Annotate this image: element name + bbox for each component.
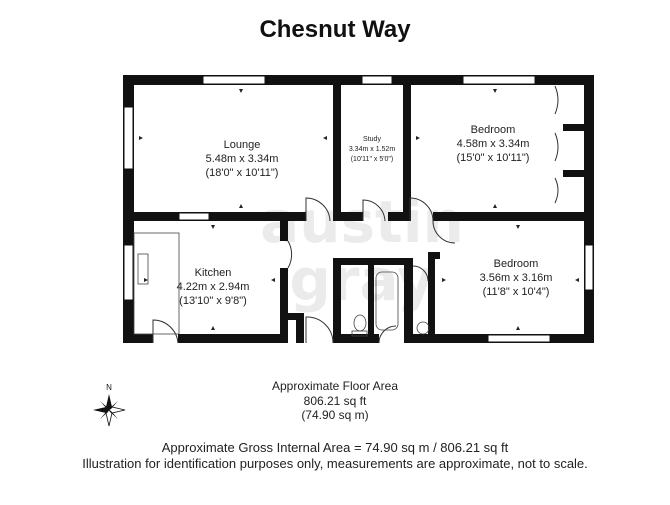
- toilet-cistern: [351, 330, 368, 337]
- kitchen-worktop: [133, 232, 180, 335]
- door-study: [362, 199, 386, 222]
- dimension-arrow: [323, 136, 327, 140]
- wall-kitchen-hall-top: [280, 221, 288, 241]
- wall-bedroom-divider: [433, 212, 594, 221]
- dimension-arrow: [493, 89, 497, 93]
- wall-bathroom-right: [404, 258, 413, 343]
- room-imperial-bedroom-1: (15'0" x 10'11"): [457, 152, 530, 164]
- room-metric-bedroom-2: 3.56m x 3.16m: [480, 272, 553, 284]
- compass-label: N: [106, 383, 112, 392]
- doors: [152, 85, 559, 344]
- wall-kitchen-hall-bottom: [280, 268, 288, 343]
- wardrobe-divider-1: [563, 124, 584, 131]
- gross-area: Approximate Gross Internal Area = 74.90 …: [161, 440, 509, 455]
- door-lounge: [305, 197, 331, 222]
- dimension-arrow: [211, 225, 215, 229]
- dimension-arrow: [575, 278, 579, 282]
- dimension-arrow: [144, 278, 148, 282]
- dimension-arrow: [442, 278, 446, 282]
- wall-bottom-2: [178, 334, 280, 343]
- wall-left: [123, 75, 134, 340]
- kitchen-sink: [137, 253, 149, 285]
- dimension-arrow: [139, 136, 143, 140]
- wall-lounge-study: [333, 85, 341, 221]
- window-lounge-side: [123, 106, 134, 170]
- room-name-study: Study: [363, 136, 381, 143]
- dimension-arrow: [271, 278, 275, 282]
- dimension-arrow: [416, 136, 420, 140]
- room-metric-lounge: 5.48m x 3.34m: [206, 153, 279, 165]
- room-name-bedroom-2: Bedroom: [494, 258, 539, 270]
- door-bathroom: [378, 325, 397, 344]
- room-imperial-bedroom-2: (11'8" x 10'4"): [483, 286, 550, 298]
- room-name-kitchen: Kitchen: [195, 267, 232, 279]
- window-kitchen-side: [123, 244, 134, 301]
- floor-area-sqm: (74.90 sq m): [301, 408, 369, 422]
- bath: [375, 271, 399, 331]
- wall-study-bedroom: [403, 85, 411, 221]
- room-name-lounge: Lounge: [224, 139, 261, 151]
- fixtures: [133, 232, 430, 337]
- wall-bottom-1: [123, 334, 153, 343]
- boiler: [416, 321, 430, 335]
- dimension-arrow: [239, 204, 243, 208]
- window-lounge: [202, 75, 266, 85]
- wall-bedroom2-left: [428, 252, 435, 343]
- compass-icon: N: [93, 383, 126, 427]
- wall-top: [123, 75, 594, 85]
- window-bedroom-2: [487, 334, 551, 343]
- window-kitchen-hatch: [178, 212, 210, 221]
- windows: [123, 75, 594, 343]
- disclaimer: Illustration for identification purposes…: [82, 456, 588, 471]
- window-bedroom-2-side: [584, 244, 594, 291]
- dimension-arrow: [516, 326, 520, 330]
- wall-study-bottom-right: [388, 212, 410, 221]
- window-bedroom-1: [462, 75, 536, 85]
- room-metric-kitchen: 4.22m x 2.94m: [177, 281, 250, 293]
- floor-area-heading: Approximate Floor Area: [271, 379, 399, 393]
- wardrobe-doors: [554, 85, 559, 204]
- plan-title: Chesnut Way: [259, 16, 411, 43]
- dimension-arrow: [211, 326, 215, 330]
- wall-bathroom-left: [333, 258, 341, 343]
- door-side: [305, 316, 334, 344]
- wall-cupboard: [280, 313, 304, 320]
- door-bedroom-1: [409, 197, 434, 222]
- dimension-arrow: [516, 225, 520, 229]
- room-metric-study: 3.34m x 1.52m: [349, 146, 395, 153]
- wall-right-upper: [584, 75, 594, 155]
- room-imperial-study: (10'11" x 5'0"): [351, 156, 394, 163]
- room-name-bedroom-1: Bedroom: [471, 124, 516, 136]
- room-labels: Lounge 5.48m x 3.34m (18'0" x 10'11") St…: [177, 124, 553, 307]
- door-kitchen: [287, 240, 293, 269]
- window-study: [361, 75, 393, 85]
- wall-lounge-kitchen: [123, 212, 306, 221]
- watermark-line-1: austin: [260, 188, 464, 256]
- wall-study-bottom-left: [333, 212, 363, 221]
- wall-cupboard-side: [296, 313, 304, 343]
- room-imperial-kitchen: (13'10" x 9'8"): [179, 295, 247, 307]
- toilet: [353, 314, 367, 332]
- door-front: [152, 319, 179, 344]
- wardrobe-divider-2: [563, 170, 584, 177]
- wall-bottom-3: [333, 334, 379, 343]
- dimension-arrow: [493, 204, 497, 208]
- wall-wc-bath: [368, 258, 374, 343]
- floor-area-sqft: 806.21 sq ft: [303, 394, 367, 408]
- room-metric-bedroom-1: 4.58m x 3.34m: [457, 138, 530, 150]
- room-imperial-lounge: (18'0" x 10'11"): [206, 167, 279, 179]
- door-bedroom-1-inner: [432, 220, 456, 244]
- door-bedroom-2: [412, 265, 429, 282]
- dimension-arrow: [239, 89, 243, 93]
